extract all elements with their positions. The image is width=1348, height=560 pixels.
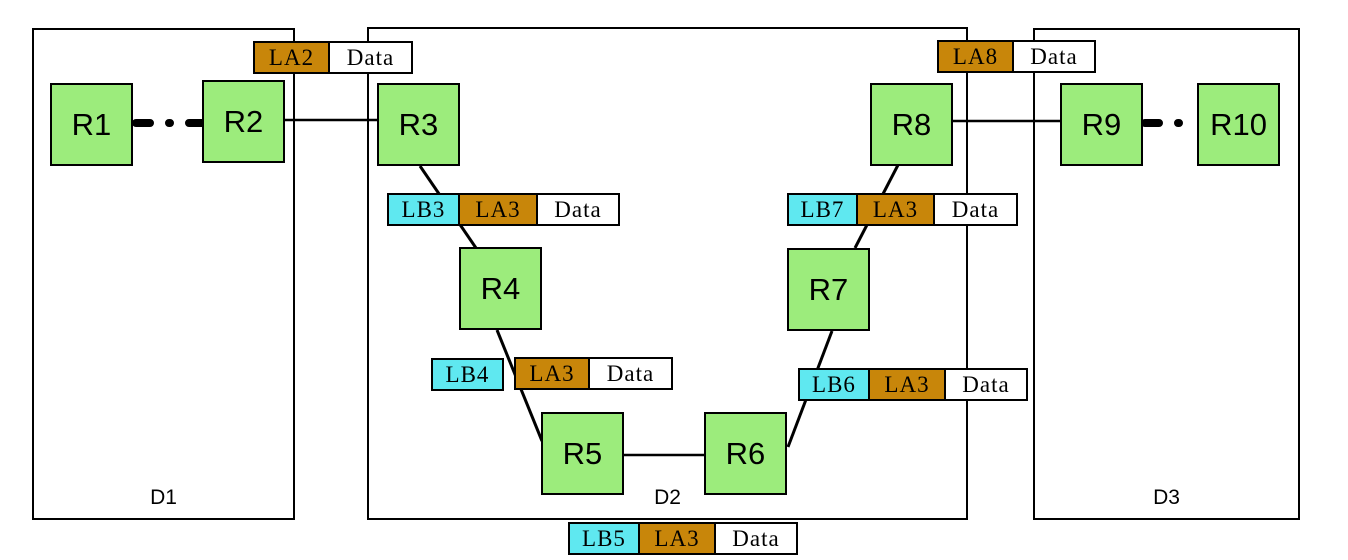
label-a-cell: LA3: [868, 368, 946, 401]
domain-d2-label: D2: [654, 486, 681, 509]
label-a-cell: LA3: [458, 193, 538, 226]
router-r1: R1: [50, 83, 133, 166]
router-r8: R8: [870, 83, 953, 166]
data-cell: Data: [714, 522, 798, 555]
domain-d3-label: D3: [1153, 486, 1180, 509]
domain-d1-label: D1: [150, 486, 177, 509]
data-cell: Data: [944, 368, 1028, 401]
data-cell: Data: [328, 41, 413, 74]
domain-d3: D3: [1033, 28, 1300, 520]
label-a-cell: LA3: [514, 357, 590, 390]
packet-stack-lb7: LB7 LA3 Data: [787, 193, 1018, 226]
domain-d1: D1: [32, 28, 295, 520]
label-b-cell: LB6: [798, 368, 870, 401]
label-b-cell: LB5: [568, 522, 640, 555]
router-r9: R9: [1060, 83, 1143, 166]
router-r7: R7: [787, 248, 870, 331]
label-b-cell: LB7: [787, 193, 858, 226]
packet-stack-lb5: LB5 LA3 Data: [568, 522, 798, 555]
packet-stack-la2: LA2 Data: [253, 41, 413, 74]
router-r10: R10: [1197, 83, 1280, 166]
label-a-cell: LA2: [253, 41, 330, 74]
router-r6: R6: [704, 412, 787, 495]
label-a-cell: LA3: [638, 522, 716, 555]
data-cell: Data: [588, 357, 673, 390]
packet-stack-lb6: LB6 LA3 Data: [798, 368, 1028, 401]
domain-d2: D2: [367, 27, 968, 520]
router-r4: R4: [459, 247, 542, 330]
label-a-cell: LA8: [937, 40, 1014, 73]
data-cell: Data: [1012, 40, 1096, 73]
data-cell: Data: [536, 193, 620, 226]
router-r2: R2: [202, 80, 285, 163]
packet-stack-lb4: LB4: [431, 358, 504, 391]
label-b-cell: LB3: [387, 193, 460, 226]
packet-stack-lb3: LB3 LA3 Data: [387, 193, 620, 226]
label-b-cell: LB4: [431, 358, 504, 391]
data-cell: Data: [933, 193, 1018, 226]
packet-stack-la3-mid: LA3 Data: [514, 357, 673, 390]
router-r3: R3: [377, 83, 460, 166]
label-a-cell: LA3: [856, 193, 935, 226]
router-r5: R5: [541, 412, 624, 495]
packet-stack-la8: LA8 Data: [937, 40, 1096, 73]
